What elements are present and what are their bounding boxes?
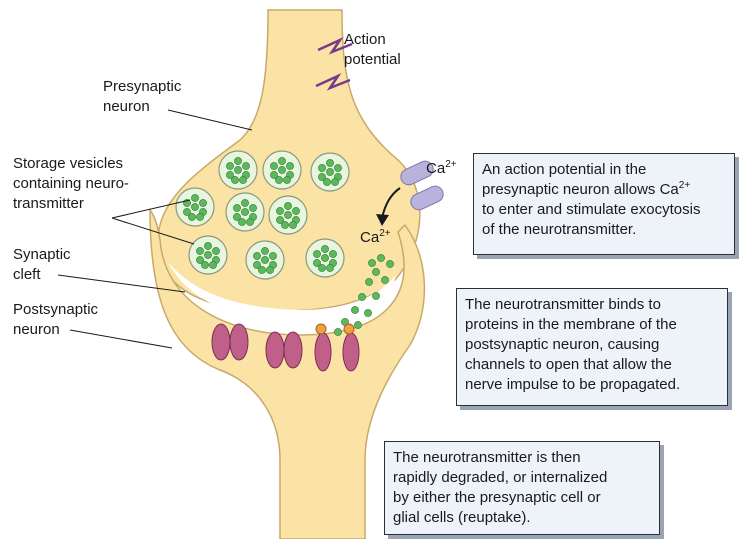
box3-line1: The neurotransmitter is then — [393, 448, 651, 468]
box3-line2: rapidly degraded, or internalized — [393, 468, 651, 488]
label-postsynaptic-line2: neuron — [13, 320, 98, 340]
neurotransmitter-dot — [318, 264, 325, 271]
neurotransmitter-dot — [246, 218, 253, 225]
neurotransmitter-dot — [199, 199, 206, 206]
neurotransmitter-dot — [188, 213, 195, 220]
neurotransmitter-dot — [284, 202, 291, 209]
released-neurotransmitter-dot — [386, 260, 393, 267]
box3-line3: by either the presynaptic cell or — [393, 488, 651, 508]
neurotransmitter-dot — [286, 162, 293, 169]
neurotransmitter-dot — [313, 250, 320, 257]
label-presynaptic-line1: Presynaptic — [103, 77, 181, 97]
neurotransmitter-dot — [191, 194, 198, 201]
neurotransmitter-dot — [292, 207, 299, 214]
neurotransmitter-dot — [269, 252, 276, 259]
label-presynaptic-neuron: Presynaptic neuron — [103, 77, 181, 117]
neurotransmitter-dot — [234, 166, 241, 173]
neurotransmitter-dot — [241, 199, 248, 206]
neurotransmitter-dot — [278, 157, 285, 164]
box2-line1: The neurotransmitter binds to — [465, 295, 719, 315]
label-action-potential-line1: Action — [344, 30, 401, 50]
neurotransmitter-dot — [204, 242, 211, 249]
neurotransmitter-dot — [326, 264, 333, 271]
neurotransmitter-dot — [321, 254, 328, 261]
released-neurotransmitter-dot — [368, 259, 375, 266]
box1-line3: to enter and stimulate exocytosis — [482, 200, 726, 220]
label-vesicles-line2: containing neuro- — [13, 174, 129, 194]
neurotransmitter-dot — [234, 157, 241, 164]
box1-line2: presynaptic neuron allows Ca2+ — [482, 180, 726, 200]
label-cleft-line2: cleft — [13, 265, 71, 285]
label-postsynaptic-line1: Postsynaptic — [13, 300, 98, 320]
neurotransmitter-dot — [321, 245, 328, 252]
released-neurotransmitter-dot — [351, 306, 358, 313]
label-cleft-line1: Synaptic — [13, 245, 71, 265]
neurotransmitter-dot — [261, 256, 268, 263]
info-box-reuptake: The neurotransmitter is then rapidly deg… — [384, 441, 660, 535]
neurotransmitter-dot — [284, 211, 291, 218]
neurotransmitter-dot — [239, 176, 246, 183]
released-neurotransmitter-dot — [354, 321, 361, 328]
neurotransmitter-dot — [323, 178, 330, 185]
box2-line3: postsynaptic neuron, causing — [465, 335, 719, 355]
neurotransmitter-dot — [326, 168, 333, 175]
box1-line1: An action potential in the — [482, 160, 726, 180]
neurotransmitter-dot — [196, 247, 203, 254]
box3-line4: glial cells (reuptake). — [393, 508, 651, 528]
label-synaptic-cleft: Synaptic cleft — [13, 245, 71, 285]
neurotransmitter-dot — [238, 218, 245, 225]
released-neurotransmitter-dot — [365, 278, 372, 285]
neurotransmitter-dot — [253, 252, 260, 259]
label-storage-vesicles: Storage vesicles containing neuro- trans… — [13, 154, 129, 214]
neurotransmitter-dot — [191, 203, 198, 210]
label-action-potential: Action potential — [344, 30, 401, 70]
neurotransmitter-dot — [281, 221, 288, 228]
label-presynaptic-line2: neuron — [103, 97, 181, 117]
neurotransmitter-dot — [241, 208, 248, 215]
neurotransmitter-dot — [270, 162, 277, 169]
neurotransmitter-dot — [242, 162, 249, 169]
label-postsynaptic-neuron: Postsynaptic neuron — [13, 300, 98, 340]
neurotransmitter-dot — [226, 162, 233, 169]
neurotransmitter-dot — [275, 176, 282, 183]
box2-line5: nerve impulse to be propagated. — [465, 375, 719, 395]
neurotransmitter-dot — [326, 159, 333, 166]
neurotransmitter-dot — [201, 261, 208, 268]
neurotransmitter-dot — [261, 247, 268, 254]
calcium-label-outside: Ca2+ — [426, 160, 457, 177]
neurotransmitter-dot — [278, 166, 285, 173]
neurotransmitter-dot — [289, 221, 296, 228]
released-neurotransmitter-dot — [358, 293, 365, 300]
released-neurotransmitter-dot — [334, 328, 341, 335]
neurotransmitter-dot — [258, 266, 265, 273]
neurotransmitter-dot — [233, 204, 240, 211]
calcium-label-inside: Ca2+ — [360, 229, 391, 246]
neurotransmitter-dot — [231, 176, 238, 183]
released-neurotransmitter-dot — [364, 309, 371, 316]
neurotransmitter-dot — [266, 266, 273, 273]
label-action-potential-line2: potential — [344, 50, 401, 70]
label-vesicles-line3: transmitter — [13, 194, 129, 214]
label-vesicles-line1: Storage vesicles — [13, 154, 129, 174]
released-neurotransmitter-dot — [381, 276, 388, 283]
neurotransmitter-dot — [209, 261, 216, 268]
neurotransmitter-dot — [196, 213, 203, 220]
info-box-neurotransmitter-binding: The neurotransmitter binds to proteins i… — [456, 288, 728, 406]
box2-line2: proteins in the membrane of the — [465, 315, 719, 335]
neurotransmitter-dot — [204, 251, 211, 258]
info-box-calcium-entry: An action potential in the presynaptic n… — [473, 153, 735, 255]
released-neurotransmitter-dot — [377, 254, 384, 261]
neurotransmitter-dot — [331, 178, 338, 185]
neurotransmitter-dot — [276, 207, 283, 214]
neurotransmitter-dot — [334, 164, 341, 171]
neurotransmitter-dot — [212, 247, 219, 254]
released-neurotransmitter-dot — [372, 268, 379, 275]
neurotransmitter-dot — [249, 204, 256, 211]
box1-line4: of the neurotransmitter. — [482, 220, 726, 240]
released-neurotransmitter-dot — [372, 292, 379, 299]
box2-line4: channels to open that allow the — [465, 355, 719, 375]
neurotransmitter-dot — [283, 176, 290, 183]
neurotransmitter-dot — [318, 164, 325, 171]
neurotransmitter-dot — [329, 250, 336, 257]
